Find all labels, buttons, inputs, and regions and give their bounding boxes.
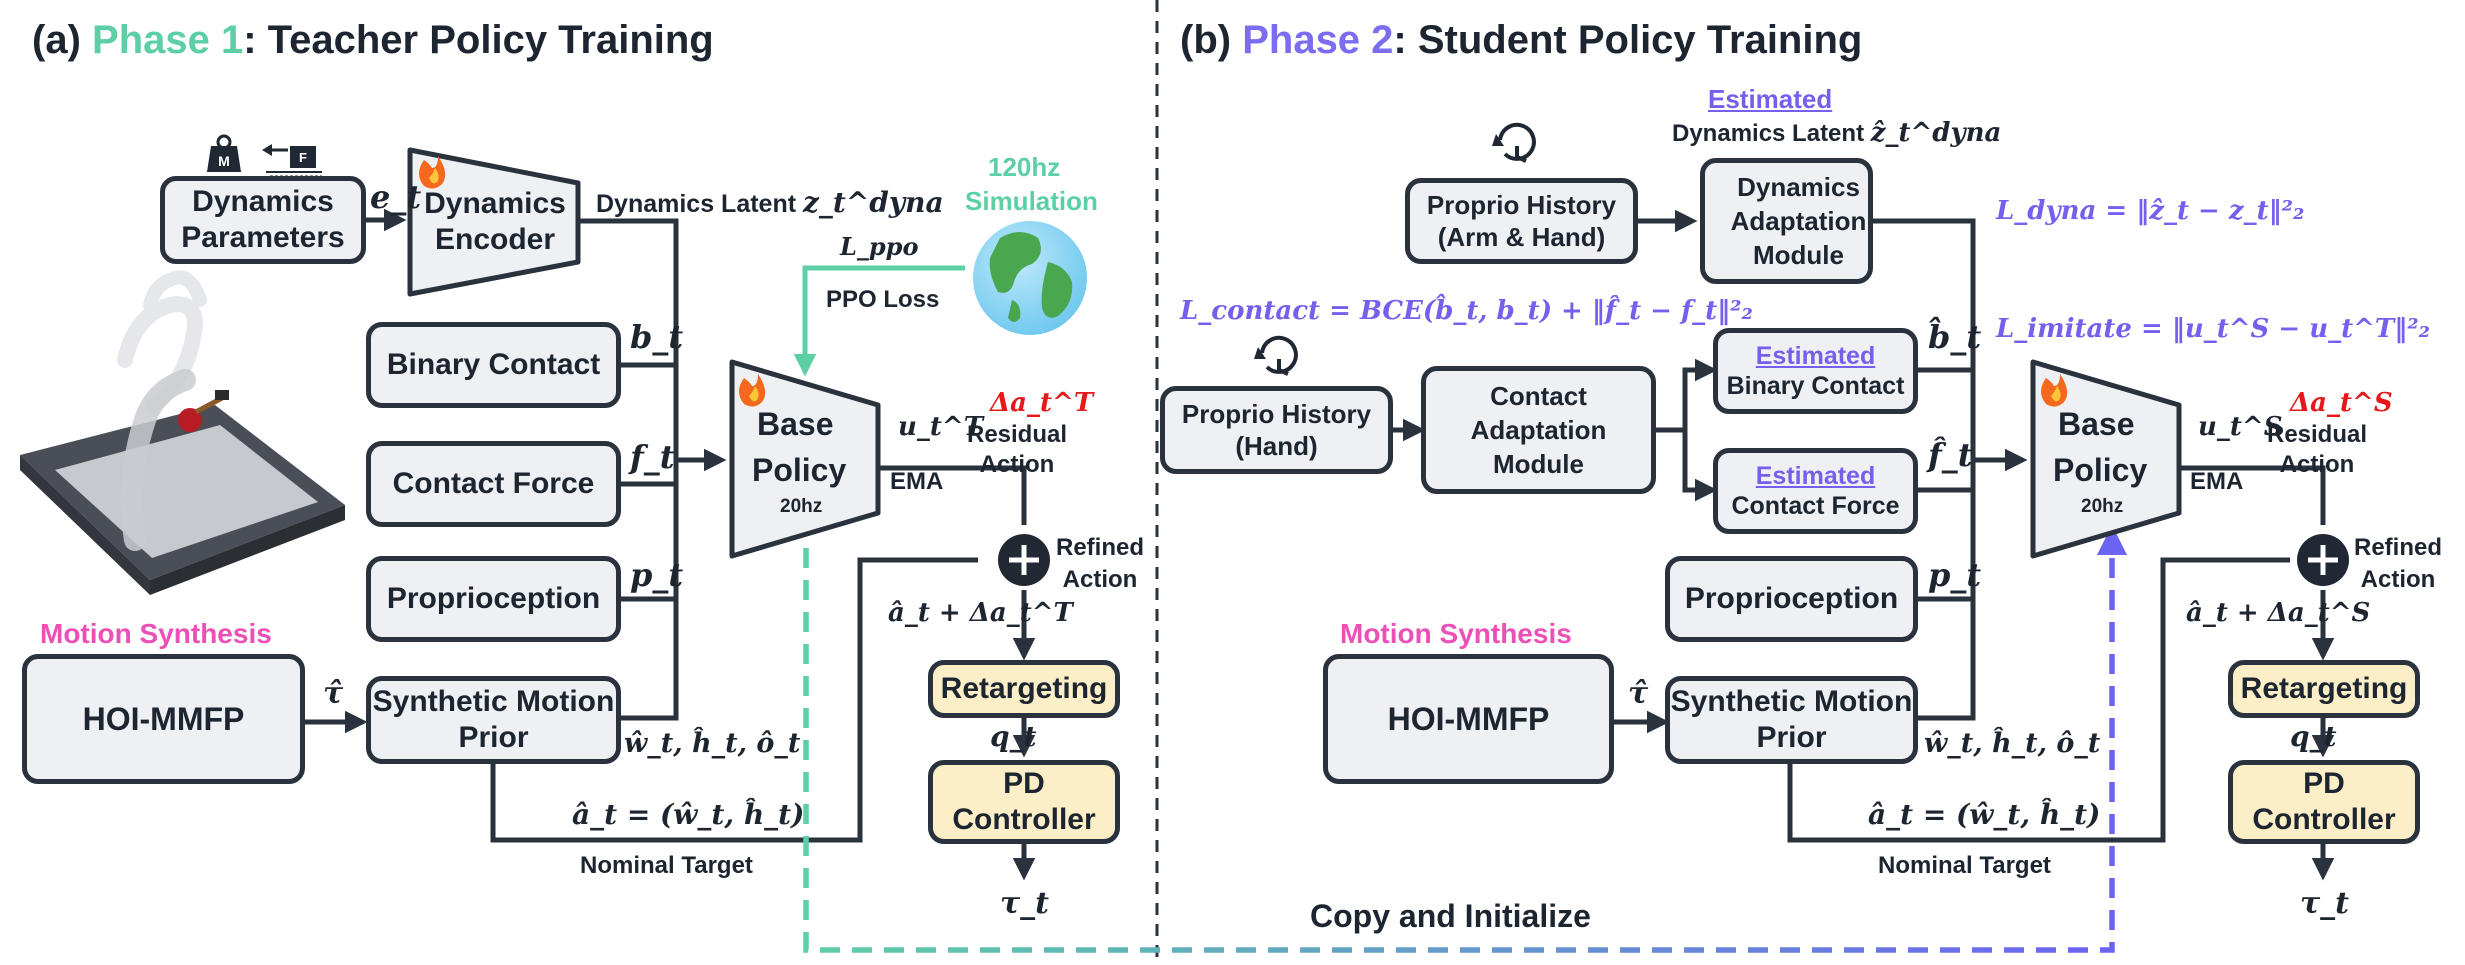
tau-hat-label-2: τ̂: [1628, 676, 1649, 711]
contact-force-box: Contact Force: [366, 441, 621, 527]
u-t-label: u_t^T: [898, 412, 984, 442]
fire-icon: [419, 156, 446, 189]
dynamics-encoder-label: Dynamics Encoder: [424, 187, 566, 256]
retargeting-box: Retargeting: [928, 660, 1120, 718]
proprioception-box-2: Proprioception: [1665, 556, 1918, 642]
fire-icon: [2041, 374, 2068, 407]
delta-a-label: Δa_t^T: [990, 388, 1094, 418]
e-t-label: e_t: [370, 178, 422, 216]
phase2-title: (b) Phase 2: Student Policy Training: [1180, 18, 1863, 62]
q-t-label: q_t: [990, 720, 1037, 753]
plus-circle-icon: [2297, 534, 2349, 586]
svg-text:M: M: [218, 153, 230, 169]
retargeting-box-2: Retargeting: [2228, 660, 2420, 718]
a-hat-eq-label: â_t = (ŵ_t, ĥ_t): [572, 798, 805, 831]
ema-label: EMA: [890, 468, 944, 495]
force-arrow-icon: F: [262, 144, 322, 177]
synthetic-motion-prior-box: Synthetic Motion Prior: [366, 676, 621, 764]
delta-a-label-2: Δa_t^S: [2290, 388, 2393, 418]
pd-controller-box: PD Controller: [928, 760, 1120, 844]
residual-action-label-2: Residual Action: [2266, 421, 2368, 478]
history-clock-icon: [1492, 122, 1536, 163]
q-t-label-2: q_t: [2290, 720, 2337, 753]
refined-action-label-2: Refined Action: [2353, 534, 2442, 593]
nominal-target-label: Nominal Target: [580, 852, 753, 879]
earth-globe-icon: [973, 221, 1087, 335]
base-policy-line2: Policy: [752, 452, 847, 488]
b-t-label: b_t: [630, 318, 684, 356]
a-plus-label: â_t + Δa_t^T: [888, 598, 1073, 628]
binary-contact-box: Binary Contact: [366, 322, 621, 408]
base-policy-rate: 20hz: [780, 496, 823, 517]
tau-t-label-2: τ_t: [2300, 886, 2350, 921]
base-policy-line2-2: Policy: [2053, 452, 2148, 488]
tau-hat-label: τ̂: [323, 676, 344, 711]
u-t-label-2: u_t^S: [2198, 412, 2283, 442]
ppo-loss-arrow: [793, 265, 965, 377]
proprio-history-arm-box: Proprio History (Arm & Hand): [1405, 178, 1638, 264]
estimated-label: Estimated: [1708, 84, 1833, 114]
b-hat-label: b̂_t: [1928, 318, 1982, 356]
l-contact-label: L_contact = BCE(b̂_t, b_t) + ‖f̂_t − f_t…: [1180, 296, 1753, 326]
copy-initialize-label: Copy and Initialize: [1310, 898, 1591, 934]
a-hat-eq-label-2: â_t = (ŵ_t, ĥ_t): [1868, 798, 2101, 831]
contact-adaptation-box: Contact Adaptation Module: [1421, 366, 1656, 494]
p-t-label: p_t: [630, 556, 684, 594]
robot-arm-image: [20, 270, 345, 595]
l-ppo-label: L_ppo: [840, 232, 919, 261]
p-t-label-2: p_t: [1928, 556, 1982, 594]
base-policy-line1-2: Base: [2058, 406, 2135, 442]
ema-label-2: EMA: [2190, 468, 2244, 495]
nominal-target-label-2: Nominal Target: [1878, 852, 2051, 879]
motion-synthesis-label-2: Motion Synthesis: [1340, 618, 1572, 649]
history-clock-icon: [1254, 335, 1298, 376]
f-t-label: f_t: [630, 438, 675, 476]
f-hat-label: f̂_t: [1928, 436, 1973, 474]
proprio-history-hand-box: Proprio History (Hand): [1160, 386, 1393, 474]
motion-synthesis-label: Motion Synthesis: [40, 618, 272, 649]
tau-t-label: τ_t: [1000, 886, 1050, 921]
phase1-title: (a) Phase 1: Teacher Policy Training: [32, 18, 714, 62]
l-dyna-label: L_dyna = ‖ẑ_t − z_t‖²₂: [1996, 196, 2305, 226]
residual-action-label: Residual Action: [966, 421, 1068, 478]
hoi-mmfp-box-2: HOI-MMFP: [1323, 654, 1614, 784]
sim-label: Simulation: [965, 186, 1098, 216]
proprioception-box: Proprioception: [366, 556, 621, 642]
base-policy-shape: [2030, 359, 2182, 559]
base-policy-shape: [729, 359, 881, 559]
fire-icon: [739, 374, 766, 407]
dynamics-adaptation-box: Dynamics Adaptation Module: [1700, 158, 1873, 284]
sim-rate: 120hz: [988, 152, 1061, 182]
svg-text:F: F: [299, 150, 307, 165]
base-policy-rate-2: 20hz: [2081, 496, 2124, 517]
synthetic-motion-prior-box-2: Synthetic Motion Prior: [1665, 676, 1918, 764]
copy-initialize-path: [803, 548, 2115, 953]
dynamics-latent-label-2: Dynamics Latent ẑ_t^dyna: [1672, 118, 2002, 148]
plus-circle-icon: [998, 534, 1050, 586]
pd-controller-box-2: PD Controller: [2228, 760, 2420, 844]
dynamics-encoder-shape: [407, 147, 581, 297]
l-imitate-label: L_imitate = ‖u_t^S − u_t^T‖²₂: [1996, 314, 2431, 344]
whot-label: ŵ_t, ĥ_t, ô_t: [624, 728, 801, 759]
dynamics-latent-label: Dynamics Latent z_t^dyna: [596, 186, 944, 219]
refined-action-label: Refined Action: [1055, 534, 1144, 593]
base-policy-line1: Base: [757, 406, 834, 442]
dynamics-parameters-box: Dynamics Parameters: [160, 176, 366, 264]
hoi-mmfp-box: HOI-MMFP: [22, 654, 305, 784]
whot-label-2: ŵ_t, ĥ_t, ô_t: [1924, 728, 2101, 759]
a-plus-label-2: â_t + Δa_t^S: [2186, 598, 2371, 628]
ppo-loss-label: PPO Loss: [826, 286, 940, 313]
